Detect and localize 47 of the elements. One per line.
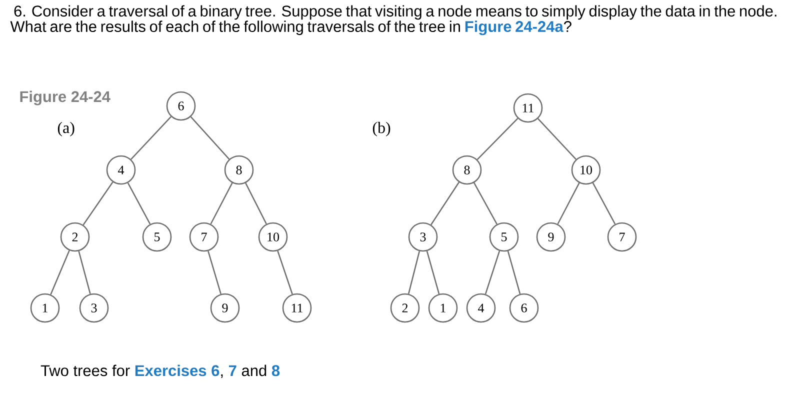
tree-node: 9 [210,293,240,323]
panel-label: (a) [58,122,74,136]
tree-edge [127,182,151,224]
tree-node: 3 [79,293,109,323]
tree-edge [245,182,267,224]
tree-node: 10 [571,155,601,185]
caption: Two trees for Exercises 6, 7 and 8 [40,364,280,378]
tree-edge [208,250,222,294]
tree-edge [78,250,91,294]
figure-heading: Figure 24-24 [20,90,110,106]
tree-node: 7 [607,222,637,252]
tree-edge [430,182,460,226]
tree-node: 3 [408,222,438,252]
panel-label: (b) [372,122,390,136]
tree-node: 1 [30,293,60,323]
tree-edge [474,182,498,224]
tree-edge [476,118,518,160]
tree-edge [507,250,521,294]
tree-edge [130,116,172,160]
tree-edge [557,182,580,224]
tree-edge [538,118,576,160]
tree-node: 11 [282,293,312,323]
tree-edge [592,182,616,224]
tree-node: 7 [189,222,219,252]
tree-edge [210,182,233,224]
tree-node: 5 [142,222,172,252]
question-text: 6. Consider a traversal of a binary tree. Suppose that visiting a node means to simply display the data in the node. What are the results of each of the following traversals of the tree in Figure 24-24a? [10,5,776,36]
tree-node: 11 [513,93,543,123]
tree-node: 5 [489,222,519,252]
tree-edge [50,250,70,295]
tree-edge [408,251,420,294]
tree-node: 4 [466,293,496,323]
tree-node: 8 [224,155,254,185]
tree-edge [426,250,440,294]
tree-node: 2 [60,222,90,252]
tree-node: 6 [509,293,539,323]
tree-edge [190,116,230,160]
tree-node: 9 [536,222,566,252]
tree-node: 2 [390,293,420,323]
tree-node: 8 [452,155,482,185]
tree-edge [484,250,500,294]
tree-node: 1 [428,293,458,323]
tree-edge [277,250,293,294]
tree-node: 6 [166,91,196,121]
tree-node: 4 [106,155,136,185]
tree-node: 10 [258,222,288,252]
tree-edge [82,182,114,226]
